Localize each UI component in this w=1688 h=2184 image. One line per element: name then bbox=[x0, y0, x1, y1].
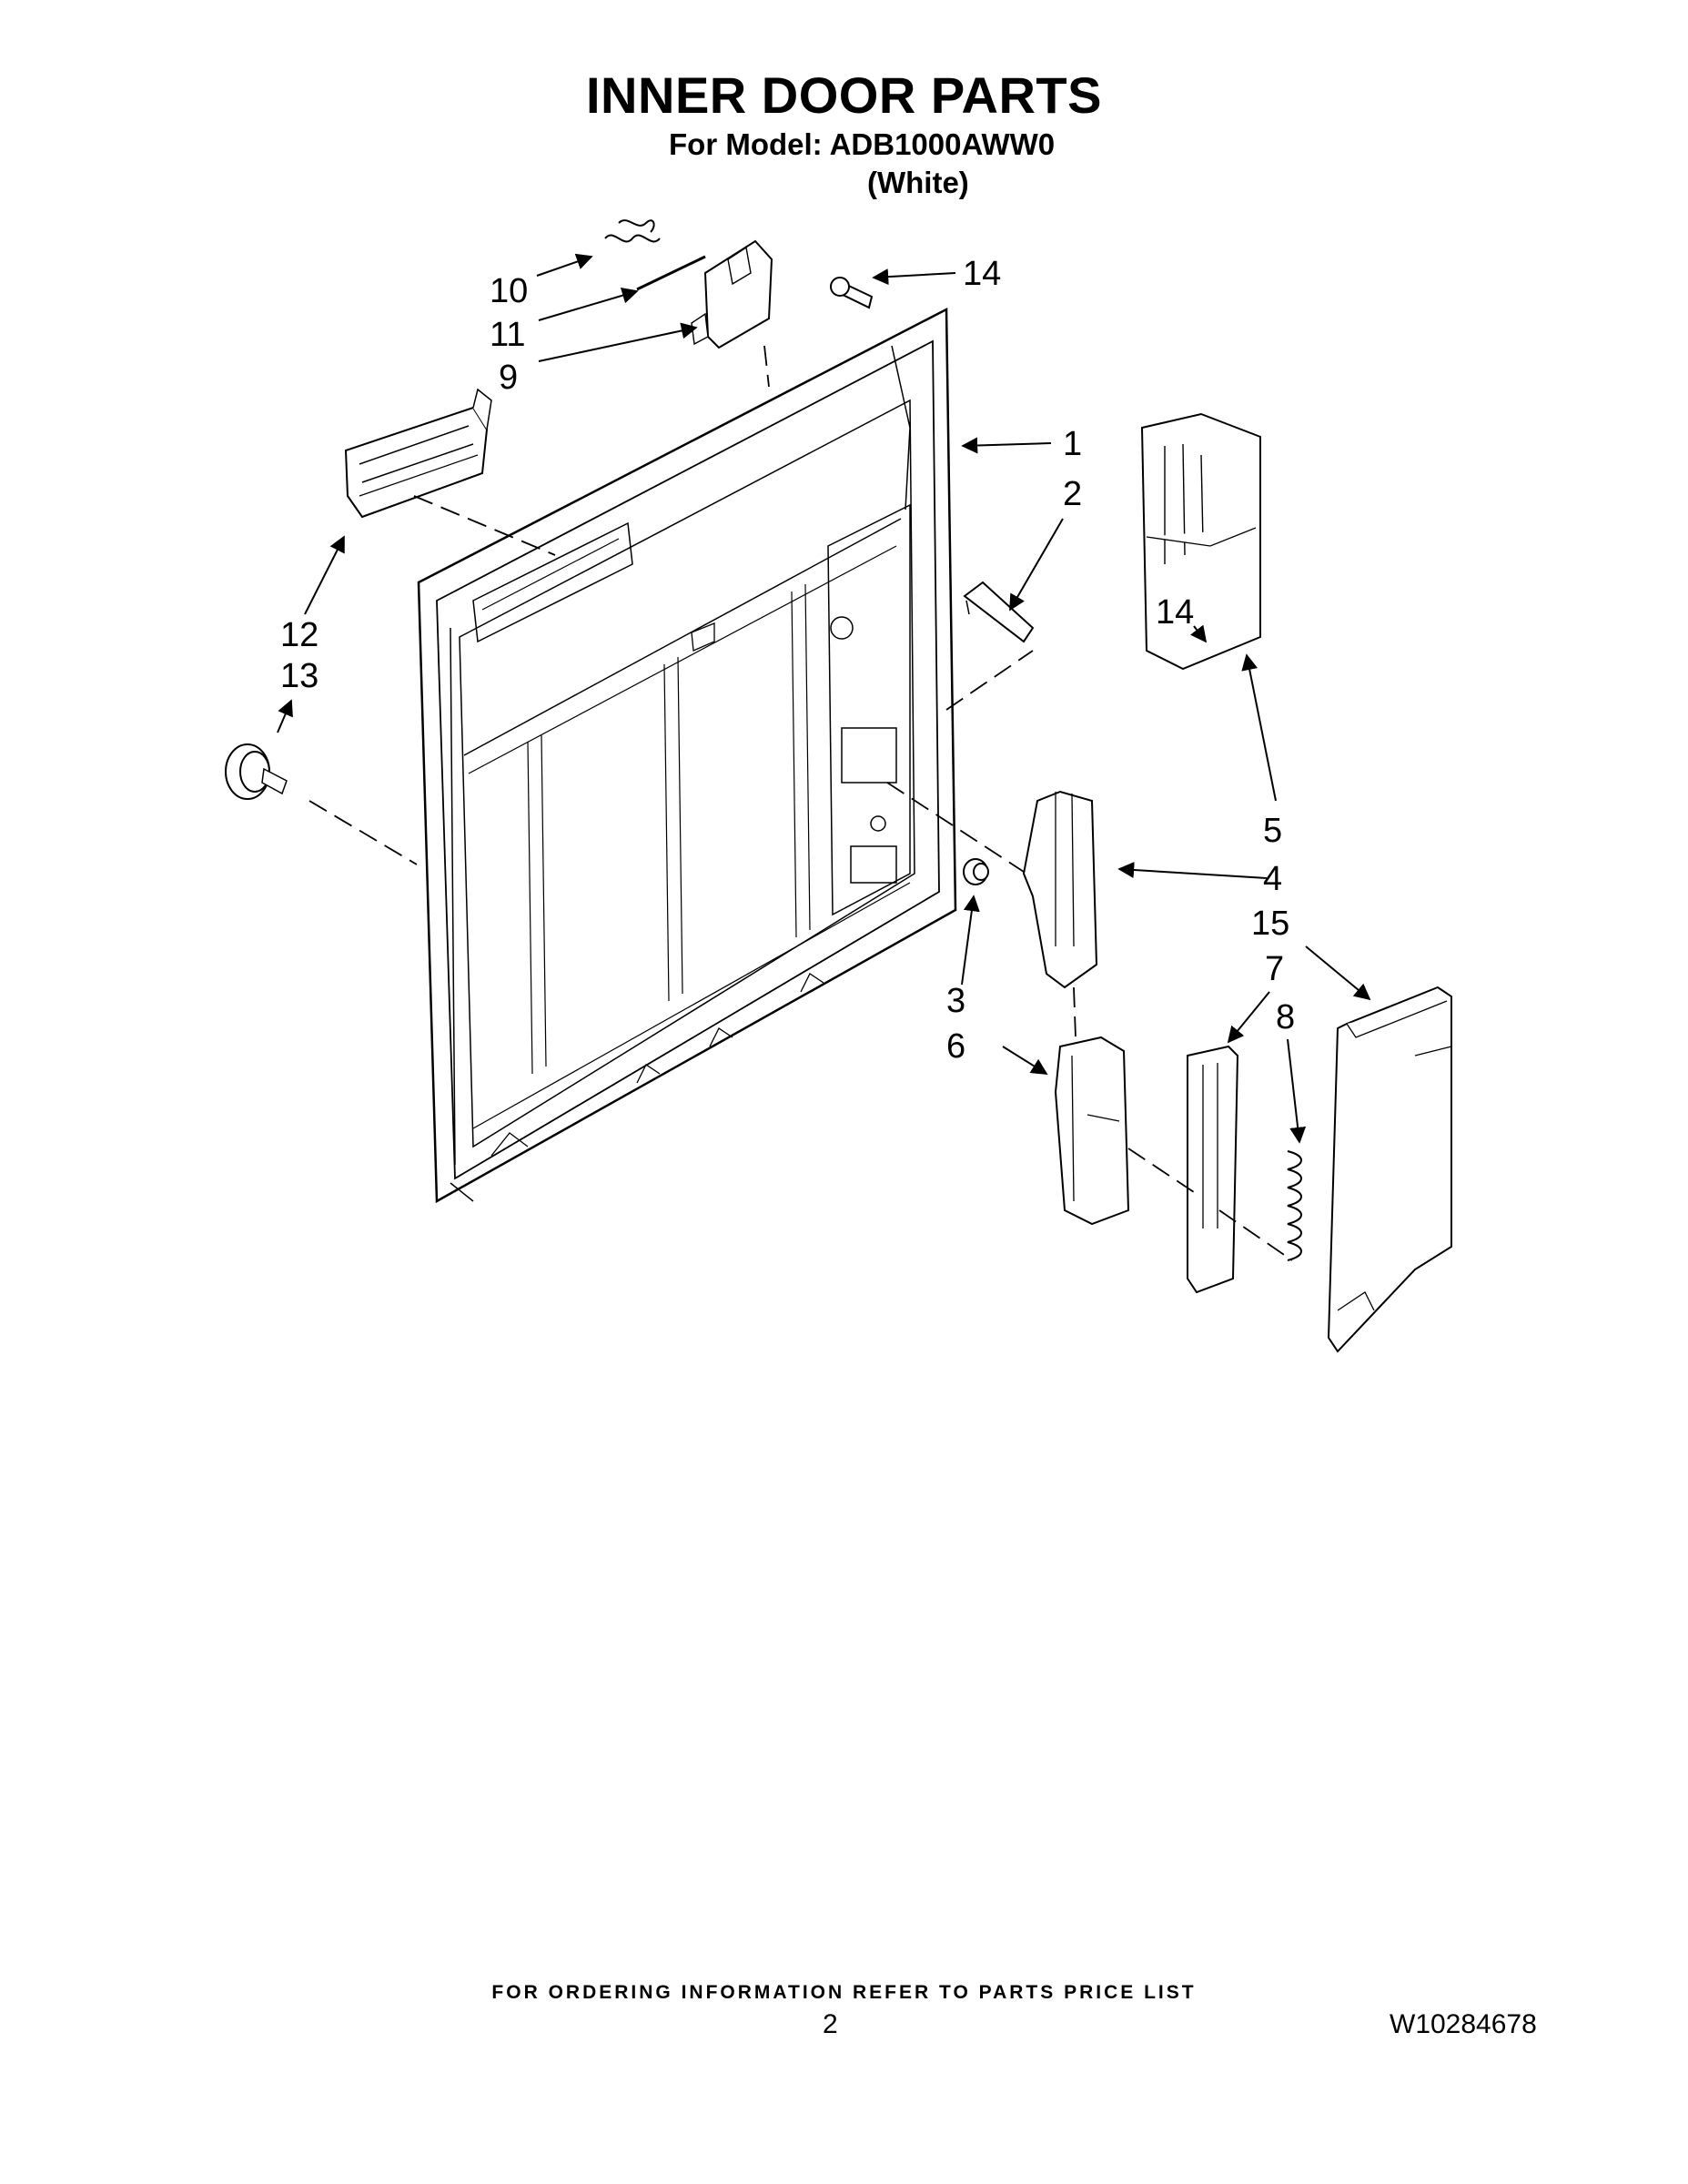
callout-9: 9 bbox=[499, 359, 518, 397]
latch-spring bbox=[1287, 1150, 1302, 1261]
callout-14-top: 14 bbox=[963, 255, 1001, 293]
callout-15: 15 bbox=[1251, 905, 1289, 943]
page-number: 2 bbox=[823, 2009, 838, 2039]
callout-6: 6 bbox=[946, 1027, 965, 1066]
callout-2: 2 bbox=[1063, 475, 1082, 513]
inner-door-panel bbox=[417, 307, 957, 1204]
latch-keeper bbox=[963, 581, 1035, 643]
door-handle bbox=[344, 388, 492, 519]
ordering-note: FOR ORDERING INFORMATION REFER TO PARTS … bbox=[491, 1982, 1197, 2003]
callout-7: 7 bbox=[1265, 950, 1284, 988]
spring-and-pin bbox=[604, 219, 706, 291]
door-knob bbox=[225, 743, 288, 800]
callout-3: 3 bbox=[946, 982, 965, 1020]
callout-5: 5 bbox=[1263, 812, 1282, 850]
document-number: W10284678 bbox=[1390, 2009, 1537, 2039]
dispenser-lid bbox=[691, 239, 773, 349]
callout-14-right: 14 bbox=[1156, 593, 1194, 632]
callout-13: 13 bbox=[280, 657, 318, 695]
nut bbox=[963, 858, 989, 885]
latch-housing bbox=[1140, 412, 1261, 671]
assembly-lines bbox=[308, 345, 1293, 1261]
latch-carrier bbox=[1054, 1036, 1130, 1226]
callout-1: 1 bbox=[1063, 425, 1082, 463]
color-line: (White) bbox=[867, 166, 969, 199]
model-line: For Model: ADB1000AWW0 bbox=[669, 127, 1056, 161]
callout-11: 11 bbox=[490, 316, 525, 354]
latch-cover bbox=[1327, 986, 1452, 1353]
callout-12: 12 bbox=[280, 616, 318, 654]
callout-10: 10 bbox=[490, 272, 528, 310]
screw-top bbox=[830, 277, 874, 309]
callout-labels: 10 11 9 14 1 2 12 13 14 5 4 15 3 7 6 8 bbox=[280, 255, 1295, 1066]
latch-slide bbox=[1187, 1045, 1239, 1294]
page-title: INNER DOOR PARTS bbox=[586, 66, 1102, 124]
latch-lever bbox=[1022, 790, 1098, 989]
leader-arrows bbox=[277, 253, 1371, 1144]
callout-4: 4 bbox=[1263, 860, 1282, 898]
callout-8: 8 bbox=[1276, 998, 1295, 1036]
